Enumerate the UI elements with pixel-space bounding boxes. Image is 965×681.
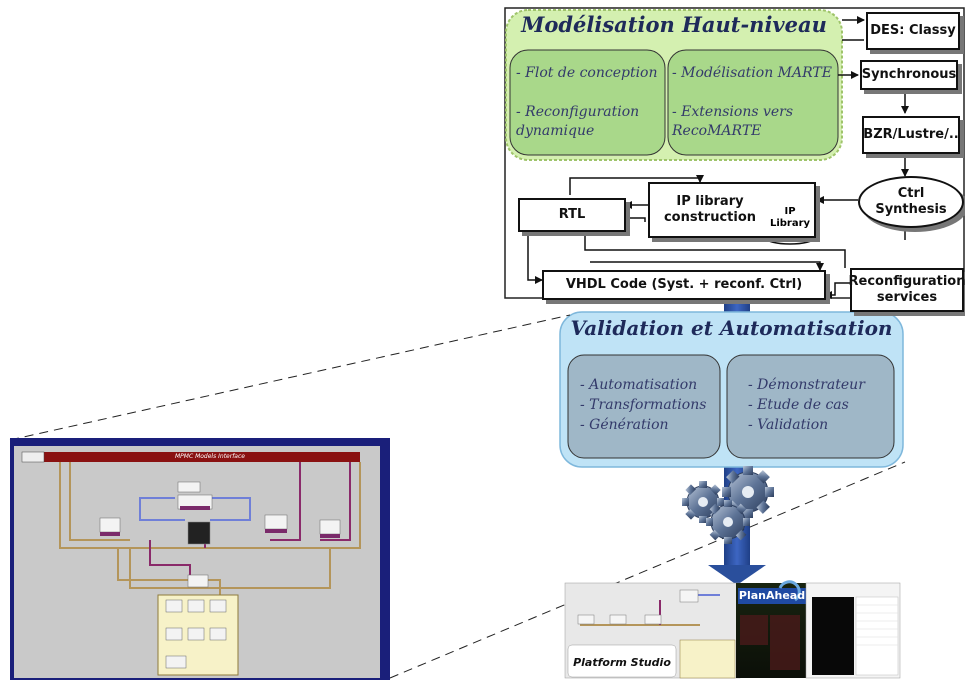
block-ctrl-synthesis: Ctrl Synthesis [858,176,964,228]
planahead-banner [738,588,806,604]
block-synchronous: Synchronous [860,60,958,90]
planahead-label: PlanAhead [738,589,806,602]
screenshot-banner [22,452,360,462]
high-level-title: Modélisation Haut-niveau [521,12,827,37]
block-rtl: RTL [518,198,626,232]
validation-item-validation: - Validation [748,417,829,433]
block-reconfiguration-services: Reconfiguration services [849,268,965,312]
high-level-item-flow: - Flot de conception [516,65,658,81]
ip-library-construction-label: IP library construction [663,194,757,225]
block-vhdl-code: VHDL Code (Syst. + reconf. Ctrl) [542,270,826,300]
block-des-classy: DES: Classy [866,12,960,50]
validation-item-transformations: - Transformations [580,397,707,413]
zoom-lines [9,314,906,679]
validation-item-automatisation: - Automatisation [580,377,698,393]
validation-item-generation: - Génération [580,417,669,433]
tools-collage [564,580,901,679]
high-level-left-box [509,49,666,156]
validation-item-etude-de-cas: - Etude de cas [748,397,849,413]
block-ip-library-construction: IP library construction [648,182,816,238]
mpmc-screenshot [10,438,390,680]
validation-right-box [726,354,895,459]
validation-item-demonstrateur: - Démonstrateur [748,377,865,393]
high-level-item-recomarte: - Extensions vers RecoMARTE [672,104,794,139]
high-level-item-marte: - Modélisation MARTE [672,65,832,81]
block-bzr-lustre: BZR/Lustre/.. [862,116,960,154]
flow-arrow-head [708,565,766,585]
high-level-right-box [667,49,839,156]
platform-studio-label: Platform Studio [573,656,671,669]
validation-left-box [567,354,721,459]
high-level-item-reconfiguration: - Reconfiguration dynamique [516,104,640,139]
screenshot-banner-text: MPMC Models Interface [175,453,245,460]
platform-studio-badge [567,644,677,678]
ip-library-label: IP Library [769,206,811,229]
validation-title: Validation et Automatisation [570,316,893,340]
diagram-connectors [527,16,909,299]
gears-icon [682,466,774,544]
